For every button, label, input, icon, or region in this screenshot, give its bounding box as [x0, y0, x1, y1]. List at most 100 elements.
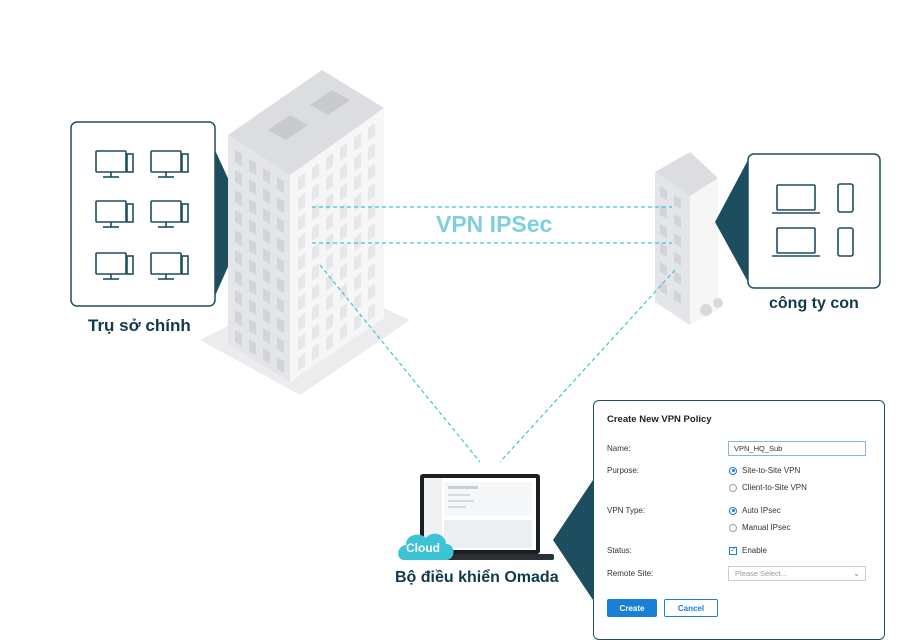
building-window	[263, 328, 270, 344]
building-window	[235, 230, 242, 246]
checkbox-checked-icon[interactable]: ✓	[729, 546, 737, 555]
controller-links	[319, 264, 676, 463]
building-window	[326, 293, 333, 311]
building-window	[263, 228, 270, 244]
dialog-pointer	[553, 480, 593, 600]
building-window	[312, 223, 319, 241]
building-window	[354, 313, 361, 331]
headquarters-building-icon	[200, 70, 410, 395]
building-window	[312, 303, 319, 321]
cancel-button[interactable]: Cancel	[664, 599, 718, 617]
building-window	[368, 223, 375, 241]
building-window	[277, 297, 284, 313]
building-window	[326, 313, 333, 331]
building-window	[249, 179, 256, 195]
dialog-title: Create New VPN Policy	[607, 414, 712, 425]
building-window	[340, 243, 347, 261]
omada-controller-label: Bộ điều khiển Omada	[395, 569, 559, 586]
building-window	[368, 283, 375, 301]
create-vpn-policy-dialog: Create New VPN Policy Name: Purpose: Sit…	[593, 400, 885, 640]
building-window	[235, 270, 242, 286]
building-window	[277, 317, 284, 333]
building-window	[354, 213, 361, 231]
building-window	[263, 208, 270, 224]
building-window	[340, 183, 347, 201]
radio-selected-icon[interactable]	[729, 466, 737, 475]
building-window	[312, 323, 319, 341]
name-input[interactable]	[728, 441, 866, 456]
desktop-monitor-icon	[95, 200, 134, 228]
building-window	[354, 173, 361, 191]
status-enable-option[interactable]: ✓ Enable	[729, 546, 767, 555]
building-window	[340, 143, 347, 161]
remote-site-select[interactable]: Please Select... ⌄	[728, 566, 866, 581]
building-window	[354, 153, 361, 171]
radio-unselected-icon[interactable]	[729, 523, 737, 532]
desktop-monitor-icon	[150, 150, 189, 178]
building-window	[235, 210, 242, 226]
building-window	[298, 293, 305, 311]
building-window	[249, 339, 256, 355]
building-window	[249, 159, 256, 175]
vpn-ipsec-label: VPN IPSec	[436, 211, 553, 237]
hq-monitors-group	[95, 150, 189, 280]
vpn-type-option-auto[interactable]: Auto IPsec	[729, 506, 781, 515]
building-window	[326, 153, 333, 171]
building-window	[354, 133, 361, 151]
vpn-type-option-label: Auto IPsec	[742, 506, 781, 515]
building-window	[298, 253, 305, 271]
building-window	[235, 150, 242, 166]
desktop-monitor-icon	[150, 200, 189, 228]
building-window	[277, 337, 284, 353]
building-window	[263, 348, 270, 364]
radio-unselected-icon[interactable]	[729, 483, 737, 492]
building-window	[340, 303, 347, 321]
building-window	[249, 319, 256, 335]
building-window	[312, 343, 319, 361]
building-window	[312, 283, 319, 301]
building-window	[674, 233, 681, 247]
laptop-icon	[772, 227, 820, 257]
purpose-option-label: Client-to-Site VPN	[742, 483, 807, 492]
branch-device-panel	[715, 153, 881, 289]
building-window	[660, 262, 667, 276]
building-window	[368, 163, 375, 181]
cloud-label: Cloud	[406, 541, 440, 555]
building-window	[674, 271, 681, 285]
building-window	[235, 330, 242, 346]
building-window	[298, 173, 305, 191]
building-window	[277, 257, 284, 273]
building-window	[249, 299, 256, 315]
building-window	[326, 213, 333, 231]
building-window	[235, 170, 242, 186]
create-button[interactable]: Create	[607, 599, 657, 617]
building-window	[354, 293, 361, 311]
purpose-option-site-to-site[interactable]: Site-to-Site VPN	[729, 466, 800, 475]
radio-selected-icon[interactable]	[729, 506, 737, 515]
building-window	[235, 310, 242, 326]
purpose-option-client-to-site[interactable]: Client-to-Site VPN	[729, 483, 807, 492]
vpn-type-label: VPN Type:	[607, 506, 646, 515]
building-window	[674, 195, 681, 209]
building-window	[277, 217, 284, 233]
building-window	[354, 233, 361, 251]
desktop-monitor-icon	[95, 150, 134, 178]
building-window	[298, 193, 305, 211]
building-window	[340, 223, 347, 241]
building-window	[312, 163, 319, 181]
building-window	[312, 243, 319, 261]
building-window	[326, 233, 333, 251]
vpn-tunnel-lines	[312, 206, 672, 244]
building-window	[298, 233, 305, 251]
purpose-label: Purpose:	[607, 466, 640, 475]
remote-site-placeholder: Please Select...	[735, 569, 788, 578]
vpn-type-option-manual[interactable]: Manual IPsec	[729, 523, 790, 532]
name-label: Name:	[607, 444, 631, 453]
building-window	[326, 253, 333, 271]
building-window	[263, 308, 270, 324]
building-window	[660, 205, 667, 219]
vpn-type-option-label: Manual IPsec	[742, 523, 791, 532]
desktop-monitor-icon	[150, 252, 189, 280]
building-window	[340, 263, 347, 281]
building-window	[674, 214, 681, 228]
